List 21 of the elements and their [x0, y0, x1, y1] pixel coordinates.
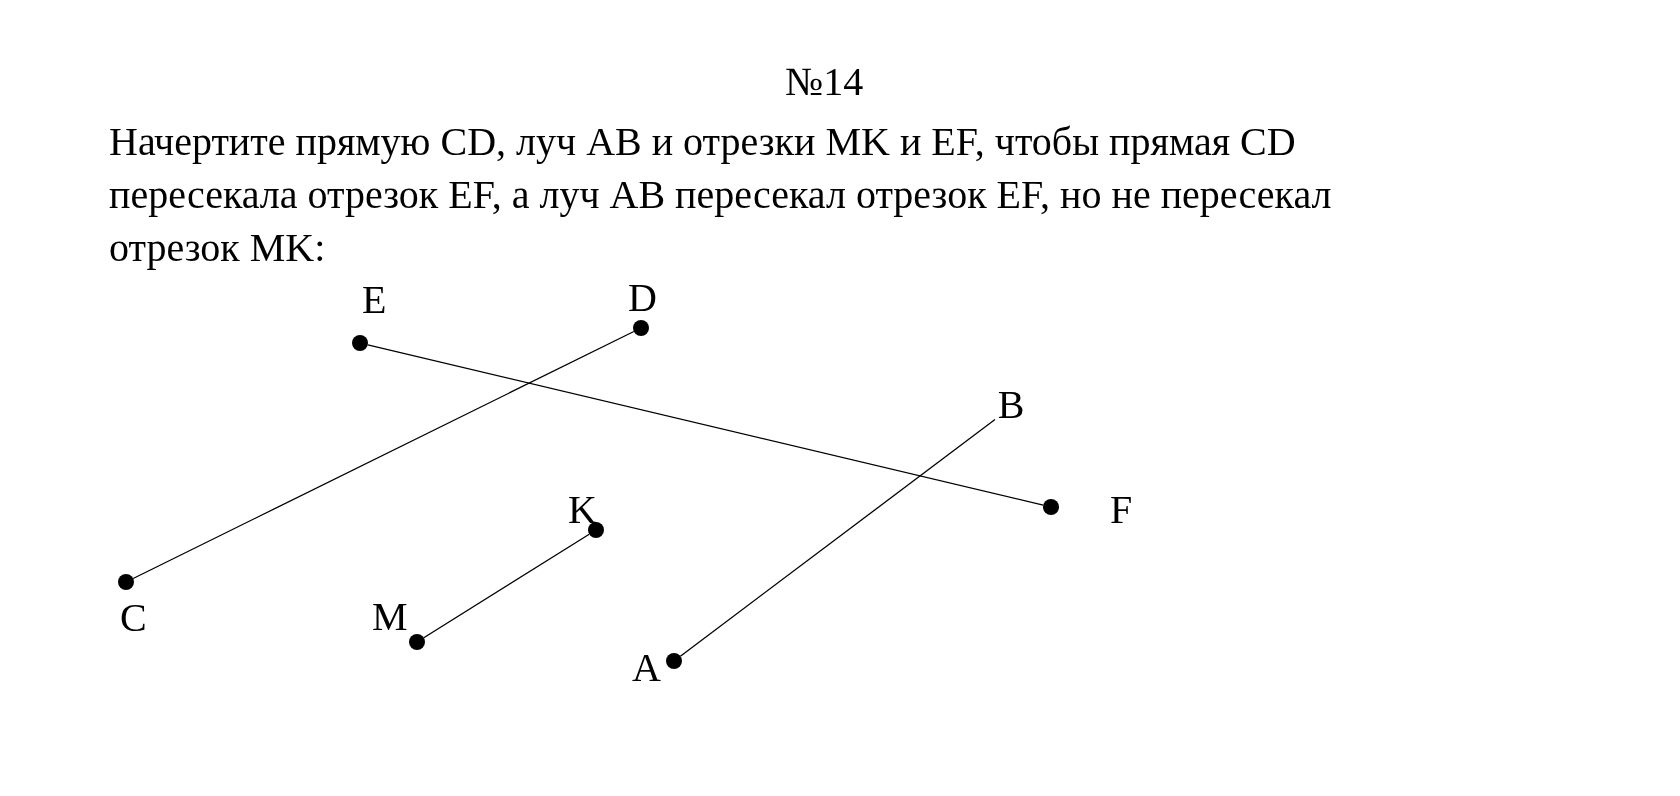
- point-label: E: [362, 280, 387, 320]
- point-label: F: [1110, 490, 1133, 530]
- line-segment: [679, 418, 996, 657]
- problem-statement: Начертите прямую CD, луч AB и отрезки MK и EF, чтобы прямая CD пересекала отрезок EF, а луч AB пересекал отрезок EF, но не пересекал отрезок MK:: [109, 118, 1333, 272]
- point-label: M: [372, 597, 408, 637]
- point-dot: [588, 522, 604, 538]
- point-dot: [633, 320, 649, 336]
- point-dot: [1043, 499, 1059, 515]
- point-dot: [666, 653, 682, 669]
- line-segment: [132, 330, 635, 580]
- point-label: K: [568, 490, 597, 530]
- point-dot: [352, 335, 368, 351]
- problem-number: №14: [785, 60, 864, 104]
- point-label: A: [632, 648, 661, 688]
- point-dot: [409, 634, 425, 650]
- point-label: D: [628, 278, 657, 318]
- point-label: C: [120, 598, 147, 638]
- point-label: B: [995, 385, 1027, 430]
- point-dot: [118, 574, 134, 590]
- line-segment: [423, 533, 590, 639]
- line-segment: [367, 344, 1044, 506]
